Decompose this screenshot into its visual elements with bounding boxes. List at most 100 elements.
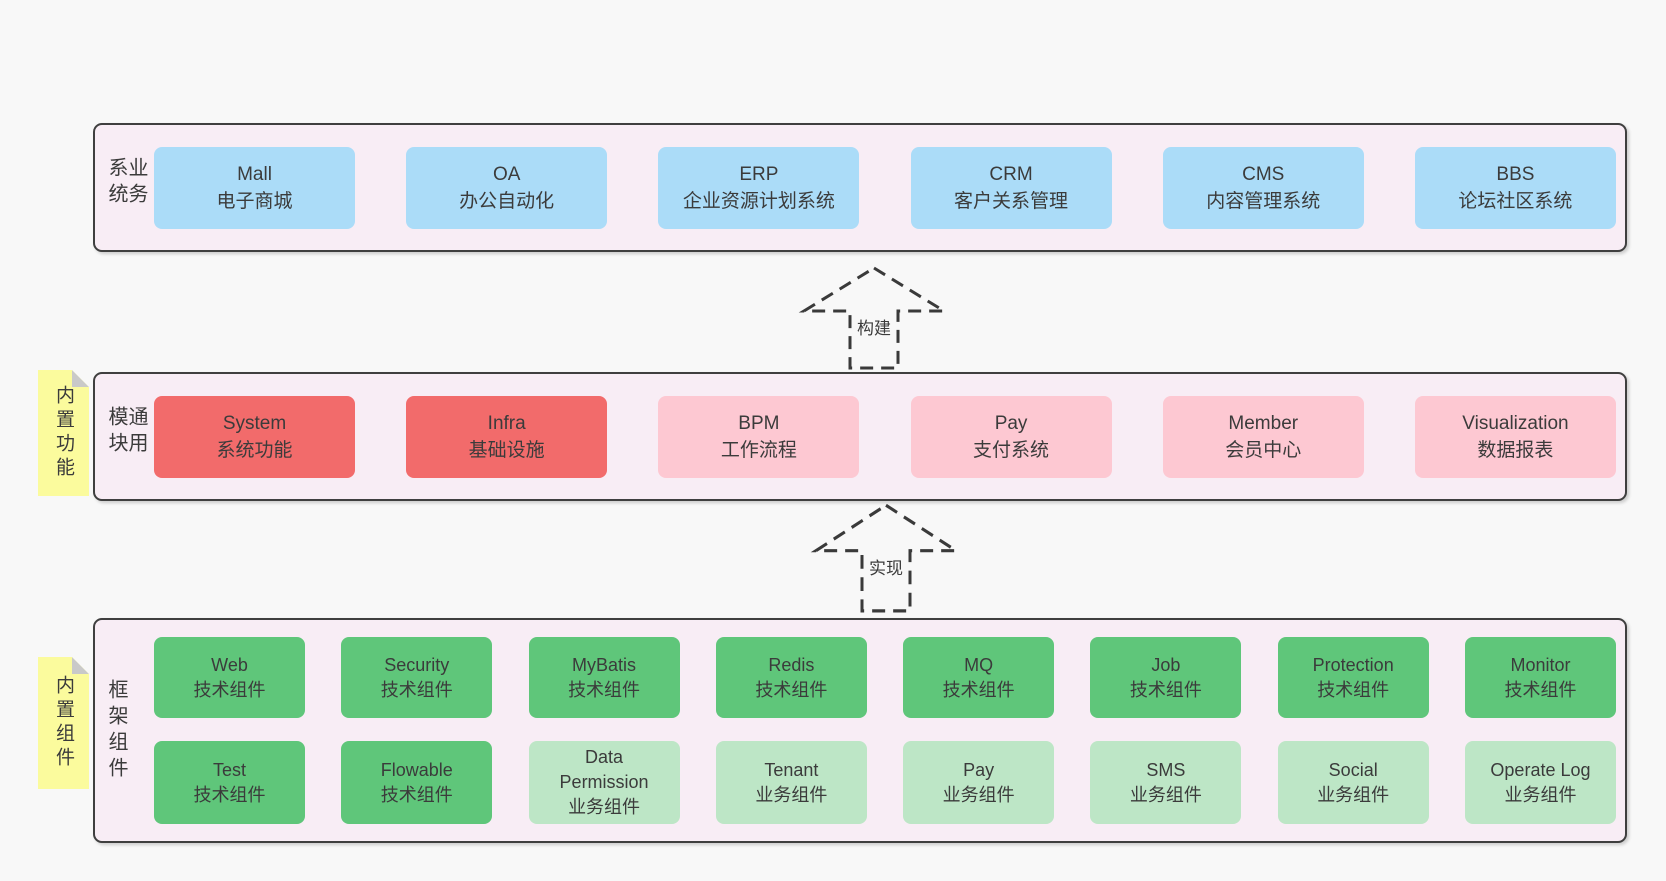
module-box-oa: OA 办公自动化	[406, 146, 608, 229]
module-box-system: System 系统功能	[154, 395, 355, 478]
box-desc: 技术组件	[942, 679, 1015, 700]
box-name: Job	[1151, 654, 1181, 675]
box-name: Web	[211, 654, 248, 675]
box-desc: 业务组件	[1129, 784, 1202, 805]
box-name: Flowable	[380, 759, 453, 780]
box-desc: 业务组件	[755, 784, 828, 805]
module-box-sms: SMS 业务组件	[1090, 741, 1242, 824]
module-box-job: Job 技术组件	[1090, 637, 1242, 718]
sticky-note-label: 内置功能	[53, 385, 74, 481]
box-name: BBS	[1496, 163, 1535, 185]
box-desc: 技术组件	[1129, 679, 1202, 700]
module-box-cms: CMS 内容管理系统	[1162, 146, 1364, 229]
box-desc: 内容管理系统	[1206, 190, 1321, 212]
box-name: BPM	[738, 412, 780, 434]
box-desc: 业务组件	[942, 784, 1015, 805]
box-desc: 企业资源计划系统	[682, 190, 835, 212]
module-box-mall: Mall 电子商城	[154, 146, 355, 229]
box-name: OA	[492, 163, 521, 185]
module-box-protection: Protection 技术组件	[1277, 637, 1429, 718]
module-box-bbs: BBS 论坛社区系统	[1414, 146, 1616, 229]
box-name: Monitor	[1510, 654, 1571, 675]
module-box-monitor: Monitor 技术组件	[1464, 637, 1616, 718]
up-arrow-icon	[798, 266, 950, 370]
sticky-note-builtin-components: 内置组件	[38, 657, 89, 789]
box-name: System	[222, 412, 287, 434]
box-desc: 办公自动化	[459, 190, 555, 212]
box-name: SMS	[1146, 759, 1186, 780]
layer-label: 框架组件	[105, 678, 127, 783]
module-box-erp: ERP 企业资源计划系统	[658, 146, 860, 229]
box-name: Protection	[1312, 654, 1394, 675]
box-desc: 会员中心	[1225, 439, 1302, 461]
box-name: CMS	[1242, 163, 1285, 185]
box-desc: 技术组件	[380, 784, 453, 805]
box-name: Security	[384, 654, 450, 675]
box-desc: 技术组件	[380, 679, 453, 700]
box-name: MyBatis	[572, 654, 637, 675]
arrow-label: 构建	[855, 313, 893, 339]
box-name: Tenant	[764, 759, 819, 780]
box-name: Data Permission	[559, 747, 649, 792]
folded-corner-icon	[72, 657, 89, 674]
box-name: Pay	[994, 412, 1028, 434]
module-box-mq: MQ 技术组件	[903, 637, 1055, 718]
box-name: CRM	[989, 163, 1033, 185]
module-box-bpm: BPM 工作流程	[658, 395, 860, 478]
module-box-data-permission: Data Permission 业务组件	[528, 741, 680, 824]
box-desc: 技术组件	[193, 784, 266, 805]
box-desc: 技术组件	[1504, 679, 1577, 700]
box-name: Infra	[487, 412, 526, 434]
box-desc: 工作流程	[720, 439, 797, 461]
folded-corner-icon	[72, 370, 89, 387]
box-name: MQ	[964, 654, 994, 675]
arrow-label: 实现	[867, 553, 905, 579]
box-desc: 业务组件	[1504, 784, 1577, 805]
arrow-implement: 实现	[810, 501, 962, 613]
box-desc: 技术组件	[1317, 679, 1390, 700]
box-desc: 业务组件	[568, 797, 641, 817]
module-box-tenant: Tenant 业务组件	[715, 741, 867, 824]
box-name: Redis	[768, 654, 815, 675]
module-box-security: Security 技术组件	[341, 637, 493, 718]
box-desc: 支付系统	[973, 439, 1050, 461]
box-desc: 技术组件	[755, 679, 828, 700]
module-box-redis: Redis 技术组件	[715, 637, 867, 718]
sticky-note-label: 内置组件	[53, 675, 74, 771]
sticky-note-builtin-features: 内置功能	[38, 370, 89, 496]
box-name: ERP	[739, 163, 779, 185]
arrow-build: 构建	[798, 264, 950, 370]
box-desc: 系统功能	[216, 439, 293, 461]
box-name: Social	[1328, 759, 1378, 780]
box-desc: 数据报表	[1477, 439, 1554, 461]
box-name: Pay	[963, 759, 995, 780]
layer-label: 通用模块	[105, 405, 147, 458]
layer-label: 业务系统	[105, 156, 147, 209]
box-desc: 论坛社区系统	[1458, 190, 1573, 212]
up-arrow-icon	[810, 503, 962, 613]
box-name: Member	[1228, 412, 1299, 434]
box-desc: 电子商城	[216, 190, 293, 212]
box-name: Mall	[237, 163, 272, 185]
module-box-pay: Pay 支付系统	[910, 395, 1112, 478]
module-box-flowable: Flowable 技术组件	[341, 741, 493, 824]
